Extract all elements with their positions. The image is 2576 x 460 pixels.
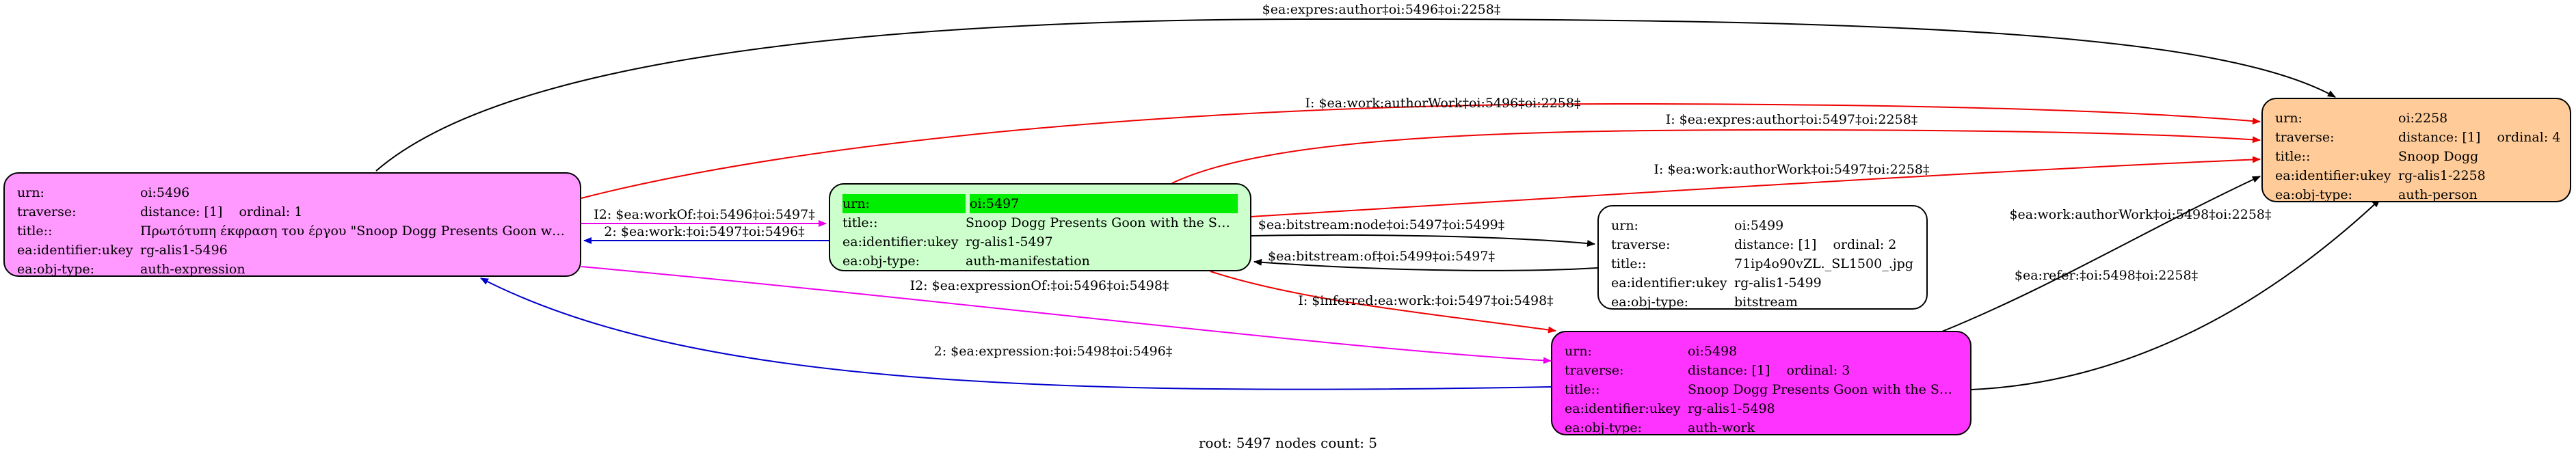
edge-work-authorwork-5498-2258 [1941,176,2261,332]
edge-expression-5498-5496 [480,278,1552,390]
edge-authorwork-5497-2258 [1251,156,2261,217]
edge-label-expressionof-5496-5498: I2: $ea:expressionOf:‡oi:5496‡oi:5498‡ [910,278,1169,293]
node-oi-5498[interactable]: urn:oi:5498 traverse:distance: [1]ordina… [1551,331,1971,435]
node-oi-5499[interactable]: urn:oi:5499 traverse:distance: [1]ordina… [1597,205,1928,310]
node-row-urn: urn:oi:5499 [1611,218,1784,233]
node-row-title: title::Snoop Dogg Presents Goon with the… [842,215,1238,230]
node-row-obj-type: ea:obj-type:auth-expression [17,262,245,277]
node-oi-2258[interactable]: urn:oi:2258 traverse:distance: [1]ordina… [2261,98,2571,202]
node-oi-5497[interactable]: urn:oi:5497 title::Snoop Dogg Presents G… [829,183,1251,271]
edge-label-bitstream-node-5497-5499: $ea:bitstream:node‡oi:5497‡oi:5499‡ [1258,217,1505,232]
node-row-title: title::71ip4o90vZL._SL1500_.jpg [1611,256,1913,271]
edge-authorwork-5496-2258 [581,103,2261,199]
node-row-obj-type: ea:obj-type:auth-manifestation [842,254,1090,269]
node-oi-5496[interactable]: urn:oi:5496 traverse:distance: [1]ordina… [3,172,581,277]
edge-refer-5498-2258 [1971,199,2380,390]
edge-label-workof-5496-5497: I2: $ea:workOf:‡oi:5496‡oi:5497‡ [594,207,814,222]
edge-label-expression-5498-5496: 2: $ea:expression:‡oi:5498‡oi:5496‡ [934,344,1173,359]
edge-bitstream-node-5497-5499 [1251,234,1595,247]
node-row-urn: urn:oi:5497 [842,194,1238,213]
edge-expres-author-5496-2258 [375,18,2336,172]
edge-expressionof-5496-5498 [581,266,1552,364]
node-row-traverse: traverse:distance: [1]ordinal: 1 [17,204,303,219]
node-row-traverse: traverse:distance: [1]ordinal: 2 [1611,237,1897,252]
node-row-title: title::Πρωτότυπη έκφραση του έργου "Snoo… [17,224,568,239]
node-row-urn: urn:oi:2258 [2275,111,2448,126]
edge-inferred-work-5497-5498 [1210,271,1556,334]
edge-label-bitstream-of-5499-5497: $ea:bitstream:of‡oi:5499‡oi:5497‡ [1268,249,1495,264]
graph-footer: root: 5497 nodes count: 5 [1198,435,1378,451]
node-row-obj-type: ea:obj-type:auth-person [2275,187,2478,202]
edge-label-work-5497-5496: 2: $ea:work:‡oi:5497‡oi:5496‡ [604,224,804,239]
edge-label-expres-author-5496-2258: $ea:expres:author‡oi:5496‡oi:2258‡ [1262,2,1501,17]
node-row-title: title::Snoop Dogg Presents Goon with the… [1565,382,1958,397]
node-row-urn: urn:oi:5498 [1565,344,1738,359]
edge-bitstream-of-5499-5497 [1253,258,1598,271]
node-row-obj-type: ea:obj-type:auth-work [1565,420,1755,435]
node-row-title: title::Snoop Dogg [2275,149,2479,164]
edge-expres-author-5497-2258 [1169,128,2261,185]
node-row-urn: urn:oi:5496 [17,185,190,200]
node-row-traverse: traverse:distance: [1]ordinal: 4 [2275,130,2561,145]
edge-label-work-authorwork-5498-2258: $ea:work:authorWork‡oi:5498‡oi:2258‡ [2009,207,2271,222]
edge-label-authorwork-5497-2258: I: $ea:work:authorWork‡oi:5497‡oi:2258‡ [1654,162,1930,177]
edge-label-refer-5498-2258: $ea:refer:‡oi:5498‡oi:2258‡ [2015,268,2198,283]
edge-label-expres-author-5497-2258: I: $ea:expres:author‡oi:5497‡oi:2258‡ [1666,112,1918,127]
edge-label-authorwork-5496-2258: I: $ea:work:authorWork‡oi:5496‡oi:2258‡ [1305,96,1581,111]
node-row-obj-type: ea:obj-type:bitstream [1611,295,1798,310]
node-row-traverse: traverse:distance: [1]ordinal: 3 [1565,363,1850,378]
edge-label-inferred-work-5497-5498: I: $inferred:ea:work:‡oi:5497‡oi:5498‡ [1298,293,1553,308]
